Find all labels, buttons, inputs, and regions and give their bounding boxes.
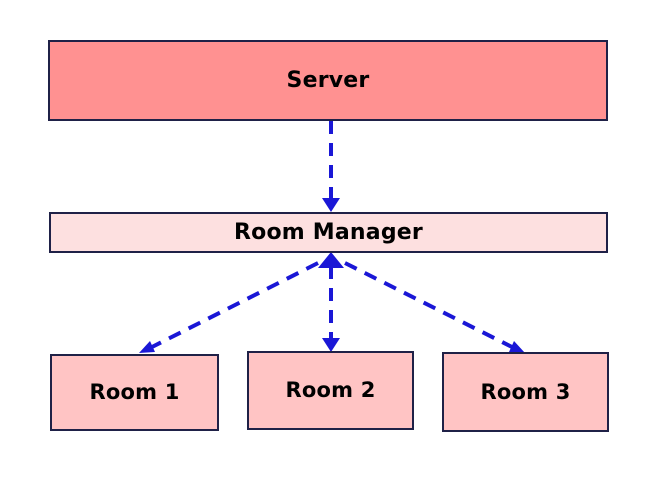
arrowhead-down-left-icon (139, 341, 155, 353)
arrowhead-up-icon (318, 252, 344, 268)
node-server[interactable]: Server (48, 40, 608, 121)
connector-room-manager-to-room-3 (344, 261, 525, 353)
node-room-manager-label: Room Manager (234, 219, 423, 245)
arrowhead-down-icon (322, 338, 340, 352)
node-room-3[interactable]: Room 3 (442, 352, 609, 432)
node-room-1[interactable]: Room 1 (50, 354, 219, 431)
connector-room-manager-to-room-1 (139, 261, 319, 353)
connector-line (151, 261, 319, 349)
node-room-2[interactable]: Room 2 (247, 351, 414, 430)
connector-line (344, 261, 513, 349)
arrowhead-up-room-manager (318, 252, 344, 268)
node-room-3-label: Room 3 (480, 379, 571, 404)
arrowhead-down-icon (322, 198, 340, 212)
node-room-2-label: Room 2 (285, 378, 376, 402)
node-room-manager[interactable]: Room Manager (49, 212, 608, 253)
node-room-1-label: Room 1 (89, 380, 180, 404)
node-server-label: Server (286, 67, 370, 93)
connector-room-manager-to-room-2 (322, 266, 340, 352)
connector-server-to-room-manager (322, 121, 340, 212)
